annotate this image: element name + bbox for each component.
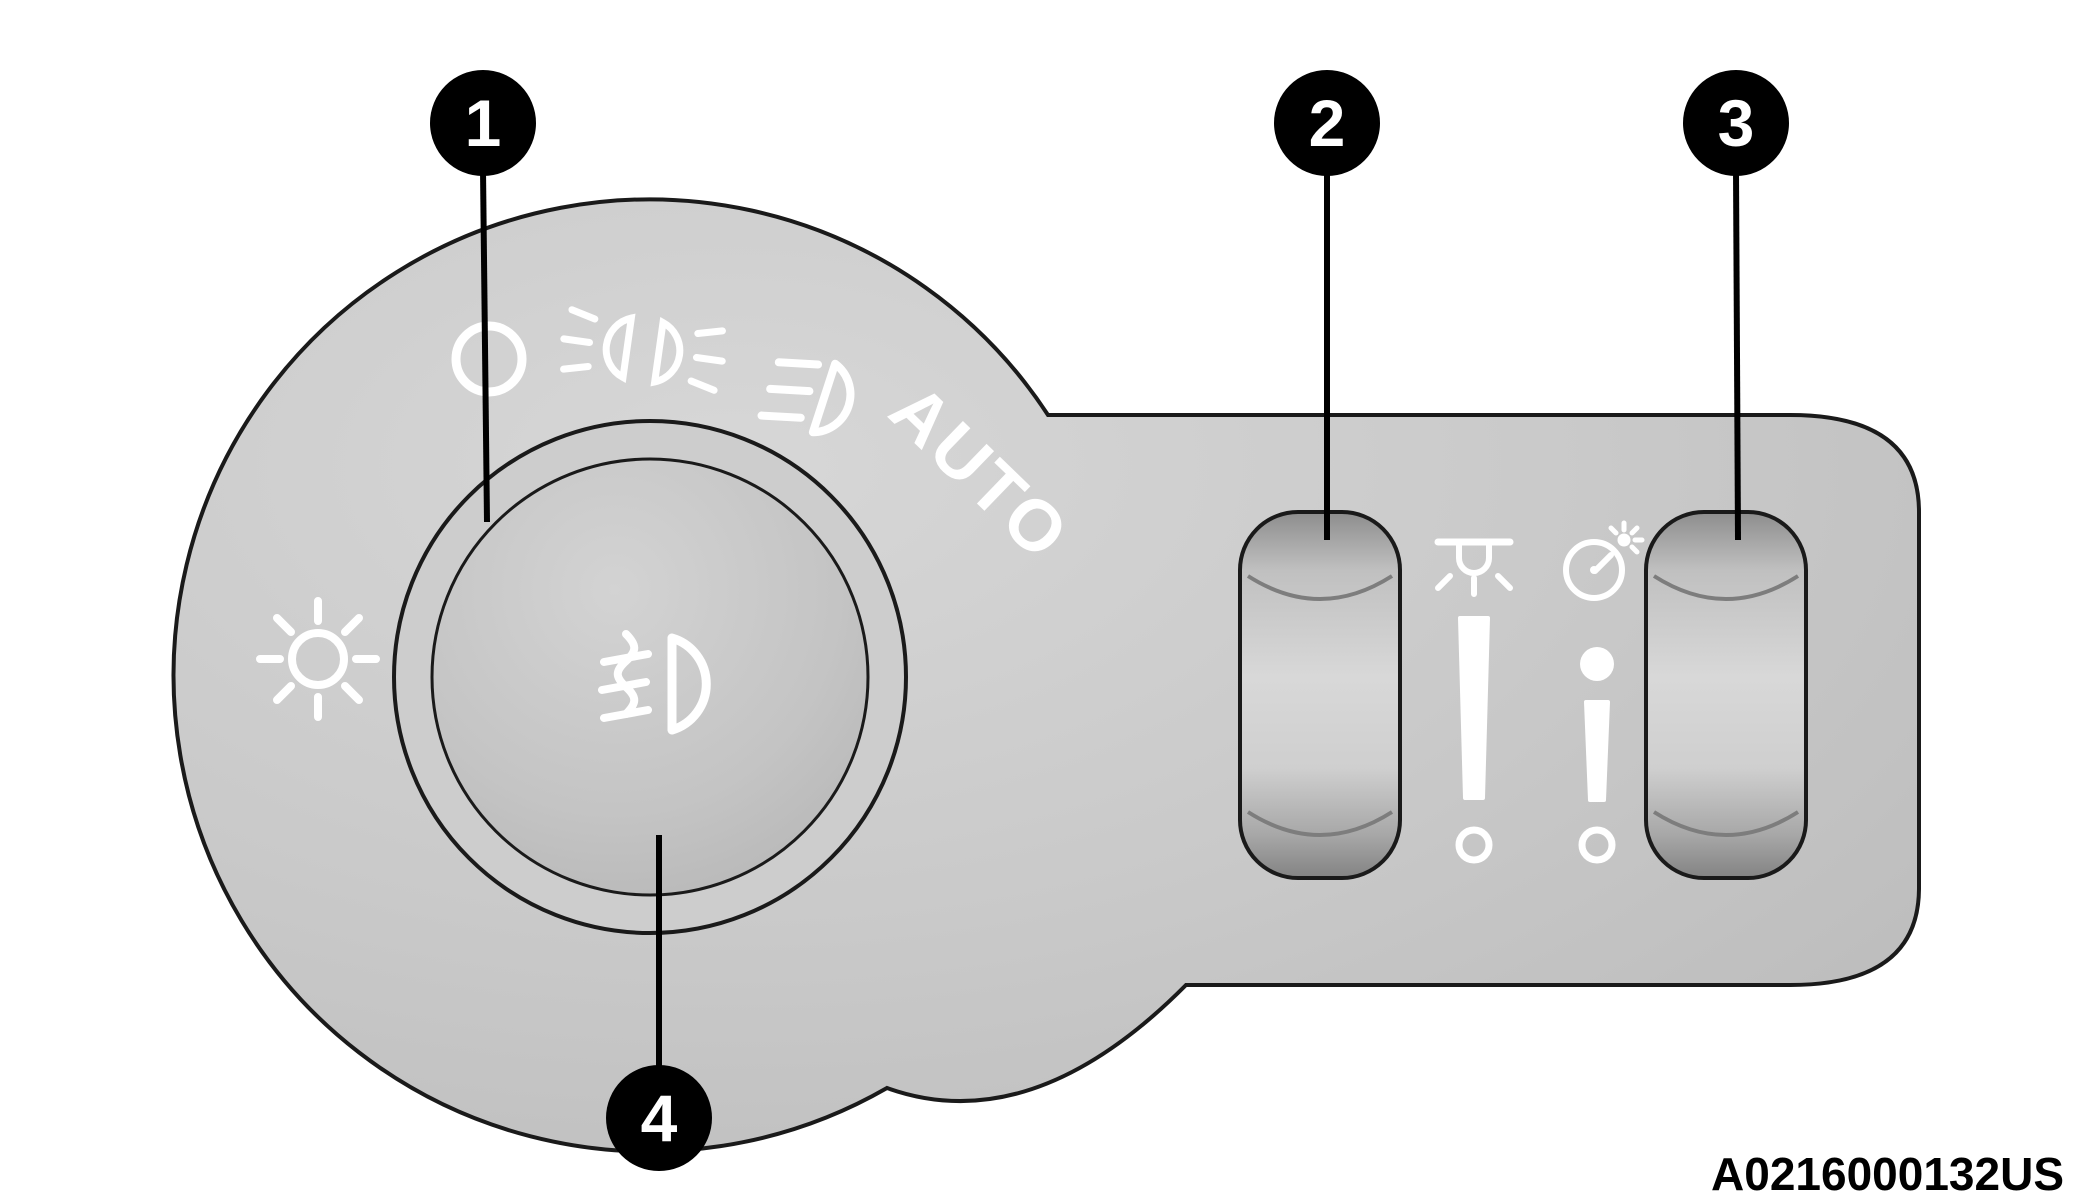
exterior-lights-icon bbox=[256, 597, 380, 721]
callout-3: 3 bbox=[1683, 70, 1789, 176]
callout-1-number: 1 bbox=[465, 86, 502, 160]
callout-3-line bbox=[1733, 169, 1741, 541]
callout-4: 4 bbox=[606, 1065, 712, 1171]
low-beam-headlights-icon bbox=[757, 358, 855, 437]
instrument-panel-dimmer-gauge-icon bbox=[1563, 520, 1645, 601]
dimmer-dots-icon bbox=[1578, 647, 1616, 864]
callout-lines bbox=[480, 169, 1741, 1068]
interior-lights-thumbwheel bbox=[1238, 510, 1402, 880]
front-fog-light-icon bbox=[598, 630, 711, 735]
brightness-bar-icon bbox=[1455, 616, 1493, 864]
callout-3-number: 3 bbox=[1718, 86, 1755, 160]
figure-code: A0216000132US bbox=[1711, 1148, 2064, 1200]
lights-off-icon bbox=[451, 321, 527, 397]
callout-2: 2 bbox=[1274, 70, 1380, 176]
interior-courtesy-lamp-icon bbox=[1434, 538, 1514, 597]
callout-1-line bbox=[480, 169, 490, 523]
callout-4-number: 4 bbox=[641, 1081, 678, 1155]
headlight-switch-knob bbox=[392, 419, 908, 935]
callout-2-number: 2 bbox=[1309, 86, 1346, 160]
parking-lights-icon bbox=[560, 306, 726, 394]
instrument-panel-dimmer-thumbwheel bbox=[1644, 510, 1808, 880]
callout-1: 1 bbox=[430, 70, 536, 176]
